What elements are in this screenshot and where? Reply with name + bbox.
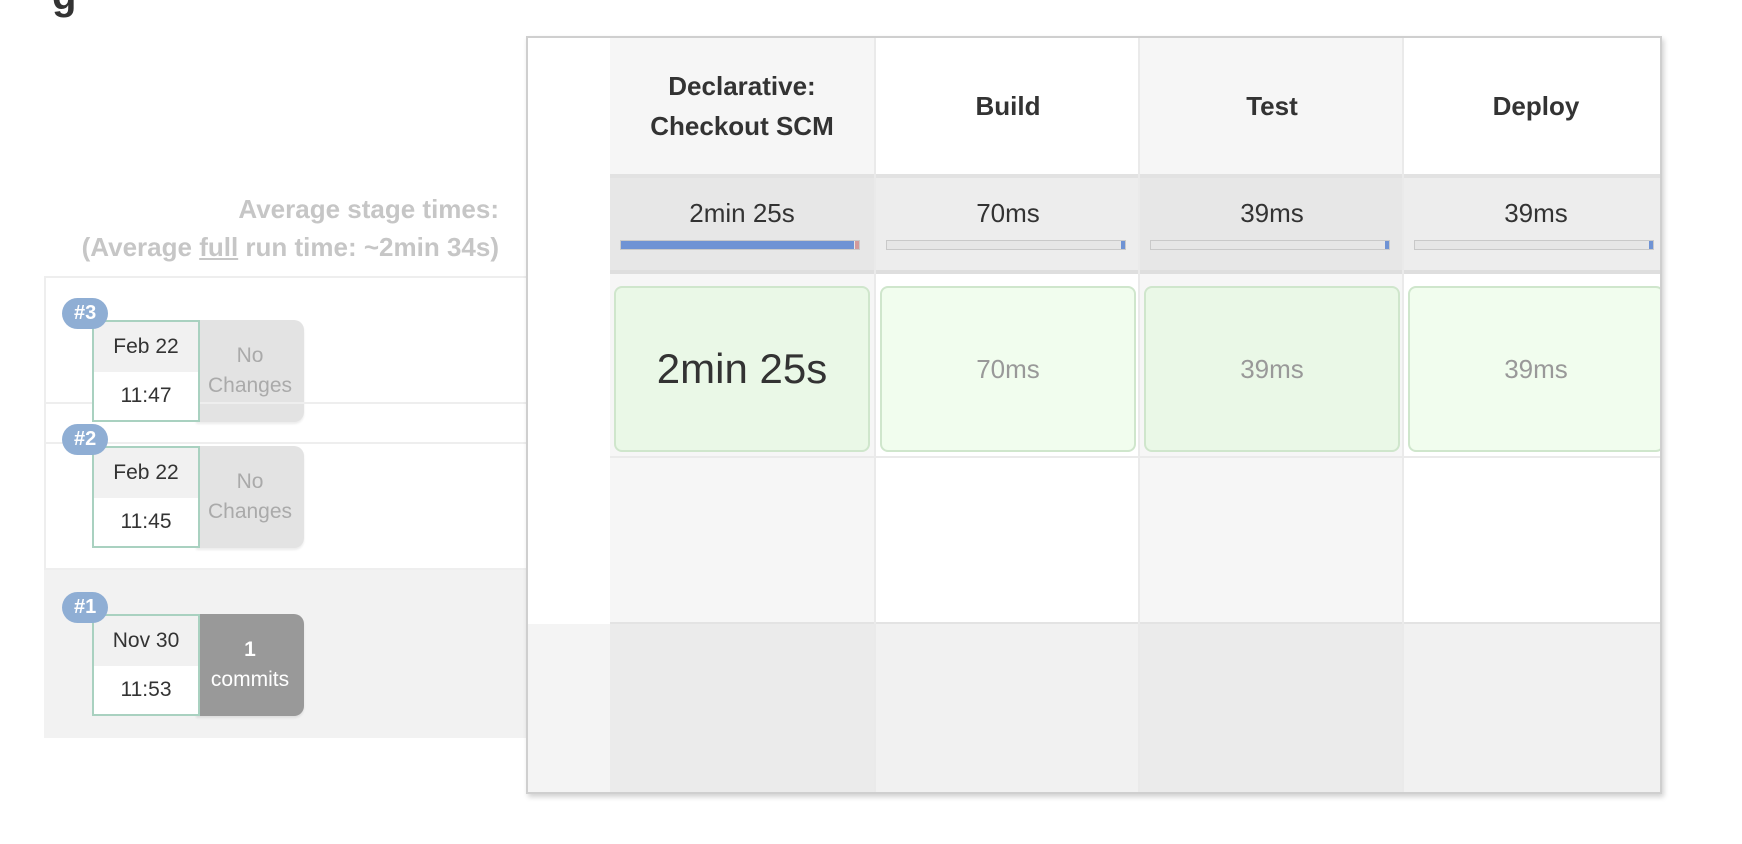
run-date-box: Nov 30 11:53 <box>92 614 200 716</box>
empty-stage-cell <box>876 624 1140 792</box>
build-number-badge[interactable]: #3 <box>62 298 109 329</box>
table-row-header-column <box>528 38 610 792</box>
stage-average-cell: 39ms <box>1404 174 1660 274</box>
run-date: Feb 22 <box>94 448 198 498</box>
run-row-3[interactable]: #3 Feb 22 11:47 No Changes <box>44 276 530 444</box>
stage-average-cell: 2min 25s <box>610 174 874 274</box>
commits-label: commits <box>210 668 290 691</box>
stage-average-time: 2min 25s <box>689 198 795 228</box>
stage-result-cell[interactable]: 39ms <box>1144 286 1400 452</box>
changes-line1: No <box>236 344 264 367</box>
stage-average-cell: 70ms <box>876 174 1140 274</box>
stage-column-checkout: Declarative:Checkout SCM 2min 25s 2min 2… <box>610 38 874 792</box>
run-date: Feb 22 <box>94 322 198 372</box>
commit-count: 1 <box>244 638 256 661</box>
stage-average-bar <box>1150 240 1390 250</box>
stage-header[interactable]: Declarative:Checkout SCM <box>650 71 834 141</box>
run-date: Nov 30 <box>94 616 198 666</box>
stage-average-time: 39ms <box>1504 198 1568 228</box>
run-date-box: Feb 22 11:45 <box>92 446 200 548</box>
changes-line1: No <box>236 470 264 493</box>
build-number-badge[interactable]: #1 <box>62 592 109 623</box>
stage-average-time: 39ms <box>1240 198 1304 228</box>
average-run-time-label: (Average full run time: ~2min 34s) <box>81 232 499 262</box>
page-heading-fragment: g <box>52 0 76 19</box>
stage-average-bar <box>1414 240 1654 250</box>
run-time: 11:45 <box>120 510 172 533</box>
changes-box[interactable]: No Changes <box>196 446 304 548</box>
empty-stage-cell <box>1404 624 1660 792</box>
run-time: 11:47 <box>120 384 172 407</box>
changes-line2: Changes <box>207 500 293 523</box>
stage-average-bar <box>620 240 860 250</box>
stage-average-cell: 39ms <box>1140 174 1404 274</box>
run-date-box: Feb 22 11:47 <box>92 320 200 422</box>
stage-header[interactable]: Build <box>975 91 1041 121</box>
stage-column-deploy: Deploy 39ms 39ms <box>1402 38 1660 792</box>
stage-header[interactable]: Test <box>1246 91 1298 121</box>
stage-result-cell[interactable]: 70ms <box>880 286 1136 452</box>
stage-average-bar <box>886 240 1126 250</box>
average-stage-times-caption: Average stage times: (Average full run t… <box>79 190 499 266</box>
full-run-link[interactable]: full <box>199 232 239 262</box>
build-number-badge[interactable]: #2 <box>62 424 109 455</box>
stage-column-build: Build 70ms 70ms <box>874 38 1140 792</box>
stage-average-bar-fill <box>621 241 855 249</box>
stage-result-cell[interactable]: 39ms <box>1408 286 1660 452</box>
run-time: 11:53 <box>120 678 172 701</box>
changes-line2: Changes <box>207 374 293 397</box>
stage-result-cell[interactable]: 2min 25s <box>614 286 870 452</box>
stage-column-test: Test 39ms 39ms <box>1138 38 1404 792</box>
changes-box[interactable]: No Changes <box>196 320 304 422</box>
empty-stage-cell <box>610 624 874 792</box>
run-row-2[interactable]: #2 Feb 22 11:45 No Changes <box>44 402 530 570</box>
commits-box[interactable]: 1 commits <box>196 614 304 716</box>
empty-stage-cell <box>1140 624 1404 792</box>
stage-header[interactable]: Deploy <box>1492 91 1580 121</box>
stage-view-table: Declarative:Checkout SCM 2min 25s 2min 2… <box>526 36 1662 794</box>
stage-average-time: 70ms <box>976 198 1040 228</box>
average-stage-times-label: Average stage times: <box>238 194 499 224</box>
run-row-1[interactable]: #1 Nov 30 11:53 1 commits <box>44 570 530 738</box>
